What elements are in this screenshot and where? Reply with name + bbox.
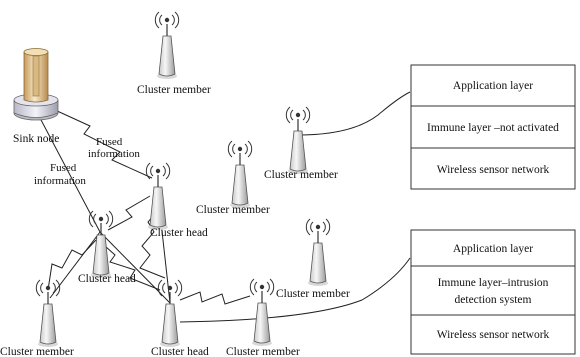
sensor-head-bottom bbox=[157, 279, 183, 348]
cluster-head-label-bottom: Cluster head bbox=[151, 346, 209, 357]
bottom-immune-layer-line2: detection system bbox=[455, 294, 532, 306]
fused-info-upper-line2: information bbox=[88, 148, 140, 160]
layer-stack-bottom-box bbox=[410, 229, 576, 355]
fused-info-lower-line1: Fused bbox=[50, 162, 77, 174]
bottom-application-layer: Application layer bbox=[453, 243, 533, 255]
layer-stack-top: Application layer Immune layer –not acti… bbox=[410, 64, 576, 190]
sensor-member-top bbox=[154, 11, 180, 80]
sensor-member-mid bbox=[285, 106, 311, 175]
cluster-member-label-bottom-mid: Cluster member bbox=[226, 346, 300, 357]
sensor-member-center bbox=[227, 140, 253, 209]
fused-info-upper-line1: Fused bbox=[96, 136, 123, 148]
sensor-member-bottom-mid bbox=[249, 278, 275, 347]
sink-node bbox=[13, 48, 59, 121]
cluster-head-label-left: Cluster head bbox=[78, 273, 136, 285]
cluster-member-label-right: Cluster member bbox=[276, 288, 350, 300]
node-labels: Sink node Fused information Fused inform… bbox=[0, 84, 350, 357]
cluster-member-label-bottom-left: Cluster member bbox=[0, 346, 74, 357]
sensor-member-right bbox=[305, 218, 331, 287]
fused-info-lower-line2: information bbox=[34, 175, 86, 187]
cluster-member-label-mid: Cluster member bbox=[264, 169, 338, 181]
cluster-member-label-center: Cluster member bbox=[196, 204, 270, 216]
wireless-links bbox=[47, 109, 251, 305]
cluster-member-label-top: Cluster member bbox=[137, 84, 211, 96]
sink-node-label: Sink node bbox=[13, 133, 59, 145]
top-wireless-sensor-network: Wireless sensor network bbox=[437, 164, 550, 176]
bottom-immune-layer-line1: Immune layer–intrusion bbox=[438, 277, 549, 289]
sensor-head-left bbox=[88, 210, 114, 279]
layer-stack-top-box bbox=[410, 64, 576, 190]
top-immune-layer: Immune layer –not activated bbox=[427, 122, 559, 134]
bottom-wireless-sensor-network: Wireless sensor network bbox=[437, 329, 550, 341]
cluster-head-label-top: Cluster head bbox=[150, 227, 208, 239]
top-application-layer: Application layer bbox=[453, 80, 533, 92]
layer-stack-bottom: Application layer Immune layer–intrusion… bbox=[410, 229, 576, 355]
